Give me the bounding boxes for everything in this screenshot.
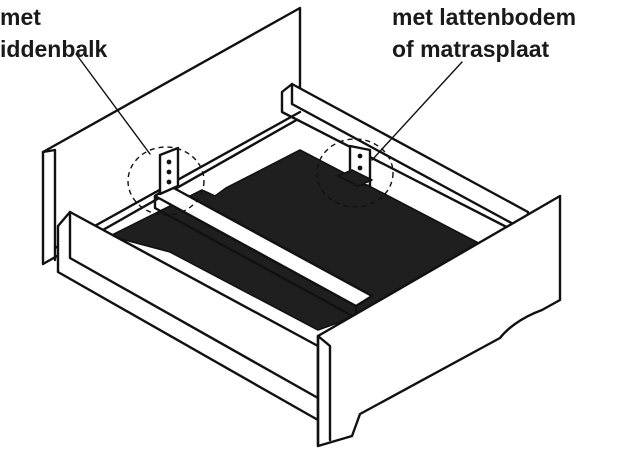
label-left-line1: met <box>0 4 41 30</box>
right-bracket <box>337 144 373 188</box>
left-detail-circle <box>127 146 205 216</box>
label-right-line2: of matrasplaat <box>392 36 550 62</box>
left-leader-line <box>75 53 151 155</box>
label-left-line2: iddenbalk <box>0 36 108 62</box>
label-right-line1: met lattenbodem <box>392 4 577 30</box>
right-detail-circle <box>316 138 394 208</box>
left-bracket <box>158 146 180 196</box>
footboard <box>316 194 562 448</box>
right-leader-line <box>371 61 463 161</box>
